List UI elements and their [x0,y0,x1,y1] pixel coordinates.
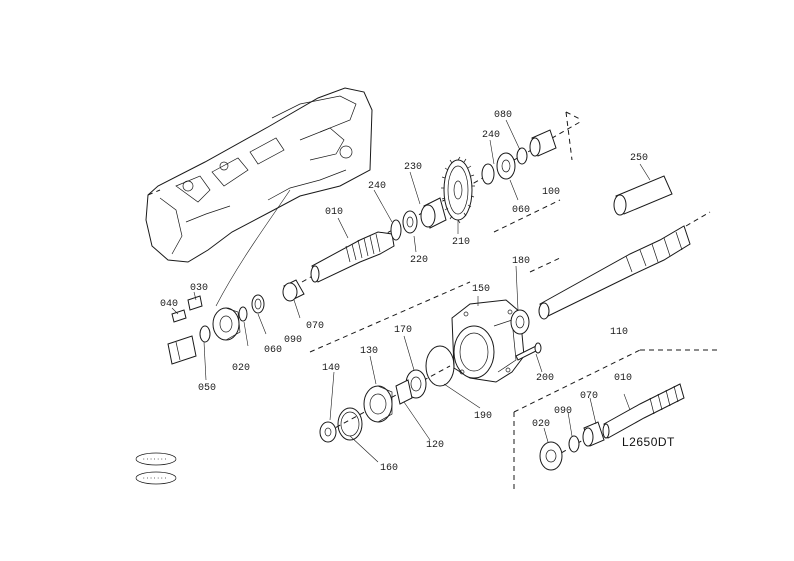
model-label: L2650DT [622,435,675,449]
label-060: 060 [264,345,282,356]
label-140: 140 [322,363,340,374]
label-110: 110 [610,327,628,338]
lower-stack [319,365,451,443]
label-150: 150 [472,284,490,295]
label-130: 130 [360,346,378,357]
bearing-housing-150 [425,299,542,387]
label-170: 170 [394,325,412,336]
label-220: 220 [410,255,428,266]
label-090: 090 [554,406,572,417]
label-100: 100 [542,187,560,198]
label-010: 010 [325,207,343,218]
part-labels: 010 240 230 220 210 240 080 060 100 250 … [160,110,675,474]
label-250: 250 [630,153,648,164]
label-030: 030 [190,283,208,294]
label-020: 020 [532,419,550,430]
label-080: 080 [494,110,512,121]
label-120: 120 [426,440,444,451]
label-230: 230 [404,162,422,173]
label-070: 070 [306,321,324,332]
stamp-bottom: ······· [142,475,167,482]
label-070: 070 [580,391,598,402]
leader-lines [171,119,651,463]
label-010: 010 [614,373,632,384]
stamp-top: ······· [142,456,167,463]
reference-stamps: ······· ······· [135,452,177,485]
label-090: 090 [284,335,302,346]
label-180: 180 [512,256,530,267]
label-210: 210 [452,237,470,248]
inset-subassembly [539,383,685,471]
gear-210 [441,156,475,224]
label-050: 050 [198,383,216,394]
label-190: 190 [474,411,492,422]
upper-shaft-assembly [282,121,581,302]
label-160: 160 [380,463,398,474]
label-060: 060 [512,205,530,216]
label-240: 240 [368,181,386,192]
section-boundaries [309,111,720,490]
label-020: 020 [232,363,250,374]
label-200: 200 [536,373,554,384]
long-shaft-assembly [538,175,711,320]
left-small-parts [167,294,265,365]
label-240: 240 [482,130,500,141]
transmission-housing [145,87,373,307]
label-040: 040 [160,299,178,310]
